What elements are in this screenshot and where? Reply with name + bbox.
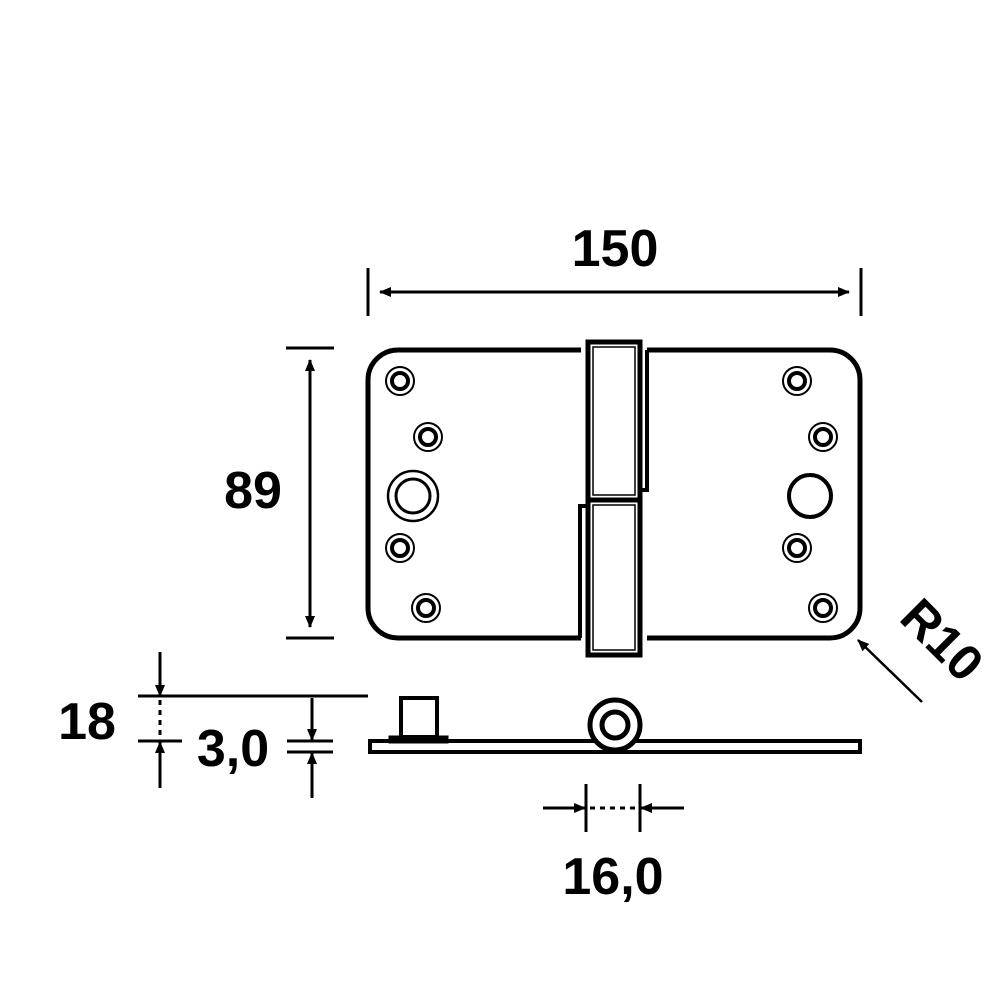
countersunk-hole-icon	[782, 533, 812, 563]
large-hole-icon	[787, 473, 833, 519]
plate-thickness-dimension	[287, 698, 333, 798]
total-thickness-dimension	[138, 652, 182, 788]
countersunk-hole-icon	[411, 593, 441, 623]
height-label: 89	[224, 462, 282, 520]
hinge-plate-front-view	[365, 339, 863, 658]
width-dimension	[366, 268, 863, 316]
screw-holes	[385, 366, 838, 623]
height-dimension	[286, 346, 334, 640]
large-hole-icon	[386, 469, 440, 523]
plate-thickness-label: 3,0	[197, 720, 269, 778]
width-label: 150	[572, 220, 659, 278]
countersunk-hole-icon	[808, 422, 838, 452]
radius-leader	[857, 639, 923, 703]
countersunk-hole-icon	[385, 366, 415, 396]
countersunk-hole-icon	[808, 593, 838, 623]
countersunk-hole-icon	[782, 366, 812, 396]
knuckle-diameter-dimension	[543, 784, 684, 832]
radius-label: R10	[890, 588, 994, 692]
total-thickness-label: 18	[58, 693, 116, 751]
knuckle-diameter-label: 16,0	[562, 848, 663, 906]
countersunk-hole-icon	[385, 533, 415, 563]
hinge-side-view	[138, 694, 862, 754]
countersunk-hole-icon	[413, 422, 443, 452]
